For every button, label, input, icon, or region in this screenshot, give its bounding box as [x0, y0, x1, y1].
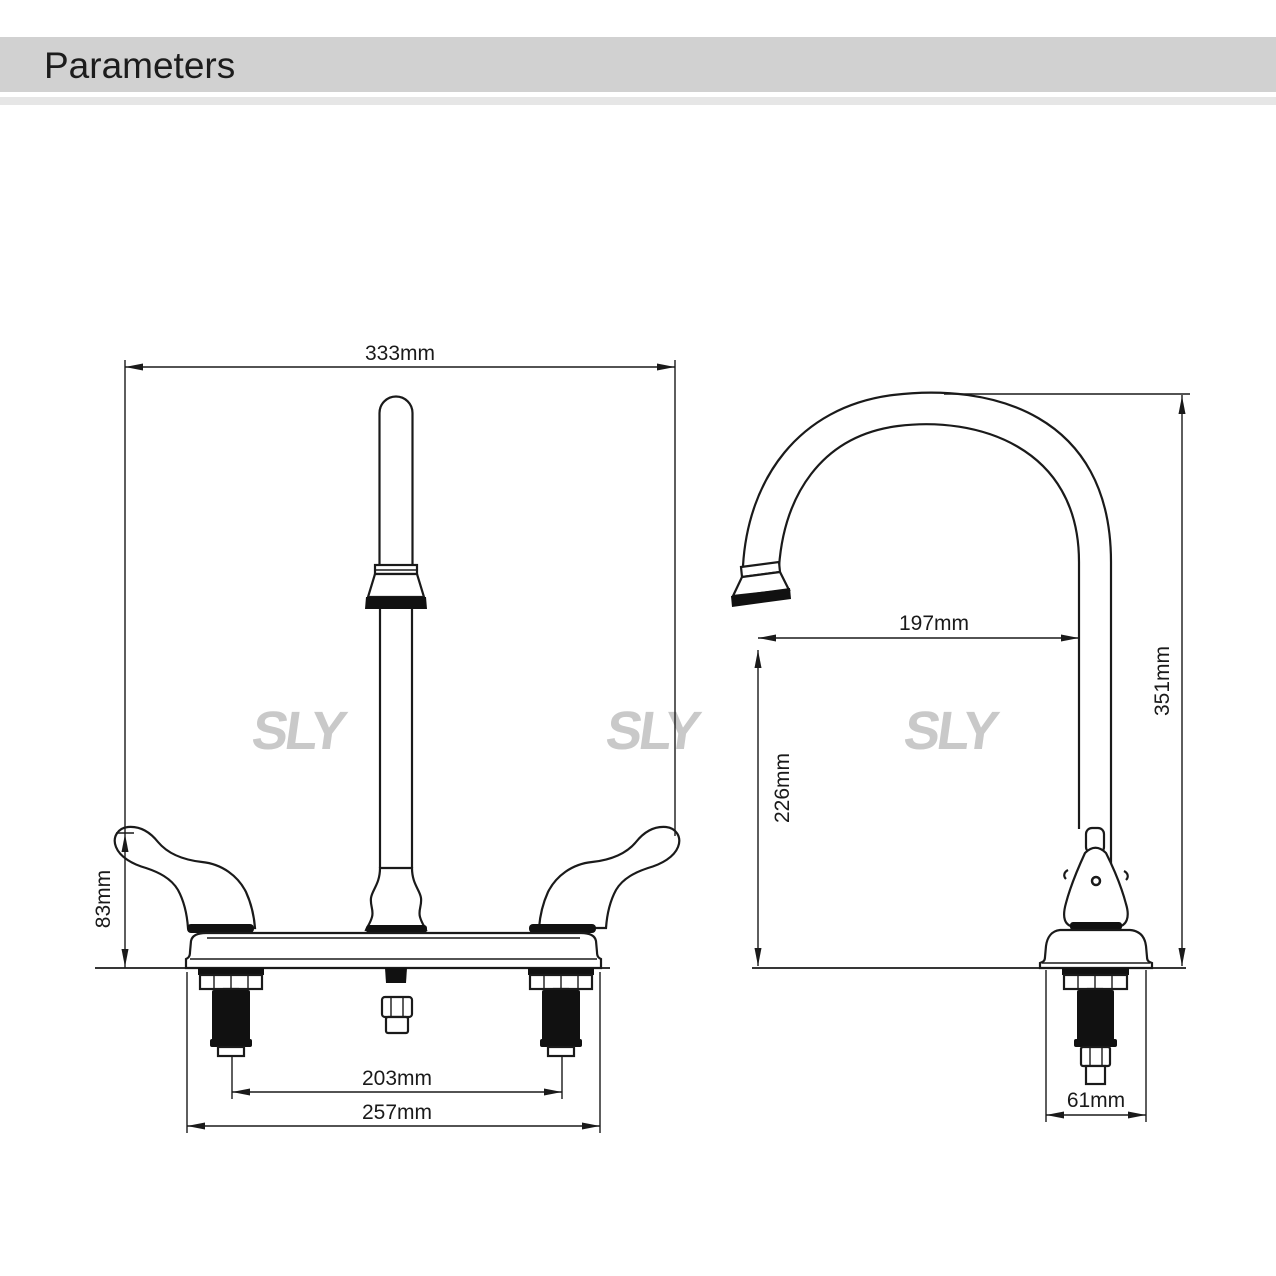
adapter-tip [1084, 1064, 1107, 1086]
hex-adapter [1079, 1045, 1112, 1068]
dimension-overall-height: 351mm [944, 393, 1190, 966]
washer-bar [528, 968, 594, 975]
center-nut-black [385, 968, 407, 983]
watermarks: SLY SLY SLY [248, 701, 1002, 761]
dim-label-overall-height: 351mm [1151, 646, 1174, 716]
spout-joint-band-front [365, 597, 427, 609]
handle-right-gasket [529, 924, 596, 933]
handle-side-body [1063, 846, 1129, 929]
dimension-spout-reach: 197mm [758, 612, 1079, 642]
shank-collar [540, 1039, 582, 1047]
dimension-base-depth: 61mm [1045, 970, 1147, 1122]
header: Parameters [0, 37, 1276, 105]
watermark-logo: SLY [602, 701, 704, 761]
threaded-shank [542, 990, 580, 1044]
threaded-shank [212, 990, 250, 1044]
center-fitting [380, 968, 414, 1035]
dim-label-spout-reach: 197mm [899, 612, 969, 635]
handle-right [537, 825, 681, 930]
dimension-hole-spacing: 203mm [231, 1056, 563, 1099]
spout-pipe-front [378, 395, 414, 565]
dimension-overall-width: 333mm [124, 342, 676, 836]
hex-nut-lower [384, 1015, 410, 1035]
aerator-band-side [731, 588, 791, 607]
dim-label-overall-width: 333mm [365, 342, 435, 365]
handle-side-screw-dot [1090, 875, 1102, 887]
watermark-logo: SLY [900, 701, 1002, 761]
shank-tip [216, 1045, 246, 1058]
front-view [95, 395, 681, 1058]
shank-side [1062, 968, 1129, 1086]
shank-collar [1074, 1039, 1117, 1047]
header-bar [0, 37, 1276, 92]
threaded-shank [1077, 990, 1114, 1044]
dim-label-base-width: 257mm [362, 1101, 432, 1124]
header-subbar [0, 97, 1276, 105]
dim-label-spout-clearance: 226mm [771, 753, 794, 823]
shank-left [198, 968, 264, 1058]
watermark-logo: SLY [248, 701, 350, 761]
gooseneck-inner [777, 423, 1081, 829]
washer-bar [1062, 968, 1129, 975]
washer-bar [198, 968, 264, 975]
dimension-handle-height: 83mm [92, 832, 134, 968]
shank-right [528, 968, 594, 1058]
dimension-base-width: 257mm [186, 972, 601, 1133]
shank-collar [210, 1039, 252, 1047]
side-view [731, 391, 1186, 1086]
dim-label-hole-spacing: 203mm [362, 1067, 432, 1090]
spout-base-gasket [366, 925, 427, 933]
dimension-spout-clearance: 226mm [754, 650, 794, 966]
spout-base-front [364, 866, 428, 932]
page-title: Parameters [44, 45, 235, 86]
handle-side-nub-right [1123, 870, 1129, 881]
hex-nut [380, 995, 414, 1019]
handle-side-gasket [1070, 922, 1122, 930]
handle-left [113, 825, 257, 930]
dim-label-handle-height: 83mm [92, 870, 115, 928]
handle-left-gasket [187, 924, 254, 933]
shank-tip [546, 1045, 576, 1058]
spout-joint-cone-front [366, 572, 426, 599]
handle-side-nub-left [1063, 869, 1069, 880]
dim-label-base-depth: 61mm [1067, 1089, 1125, 1112]
gooseneck-outer [741, 391, 1113, 929]
